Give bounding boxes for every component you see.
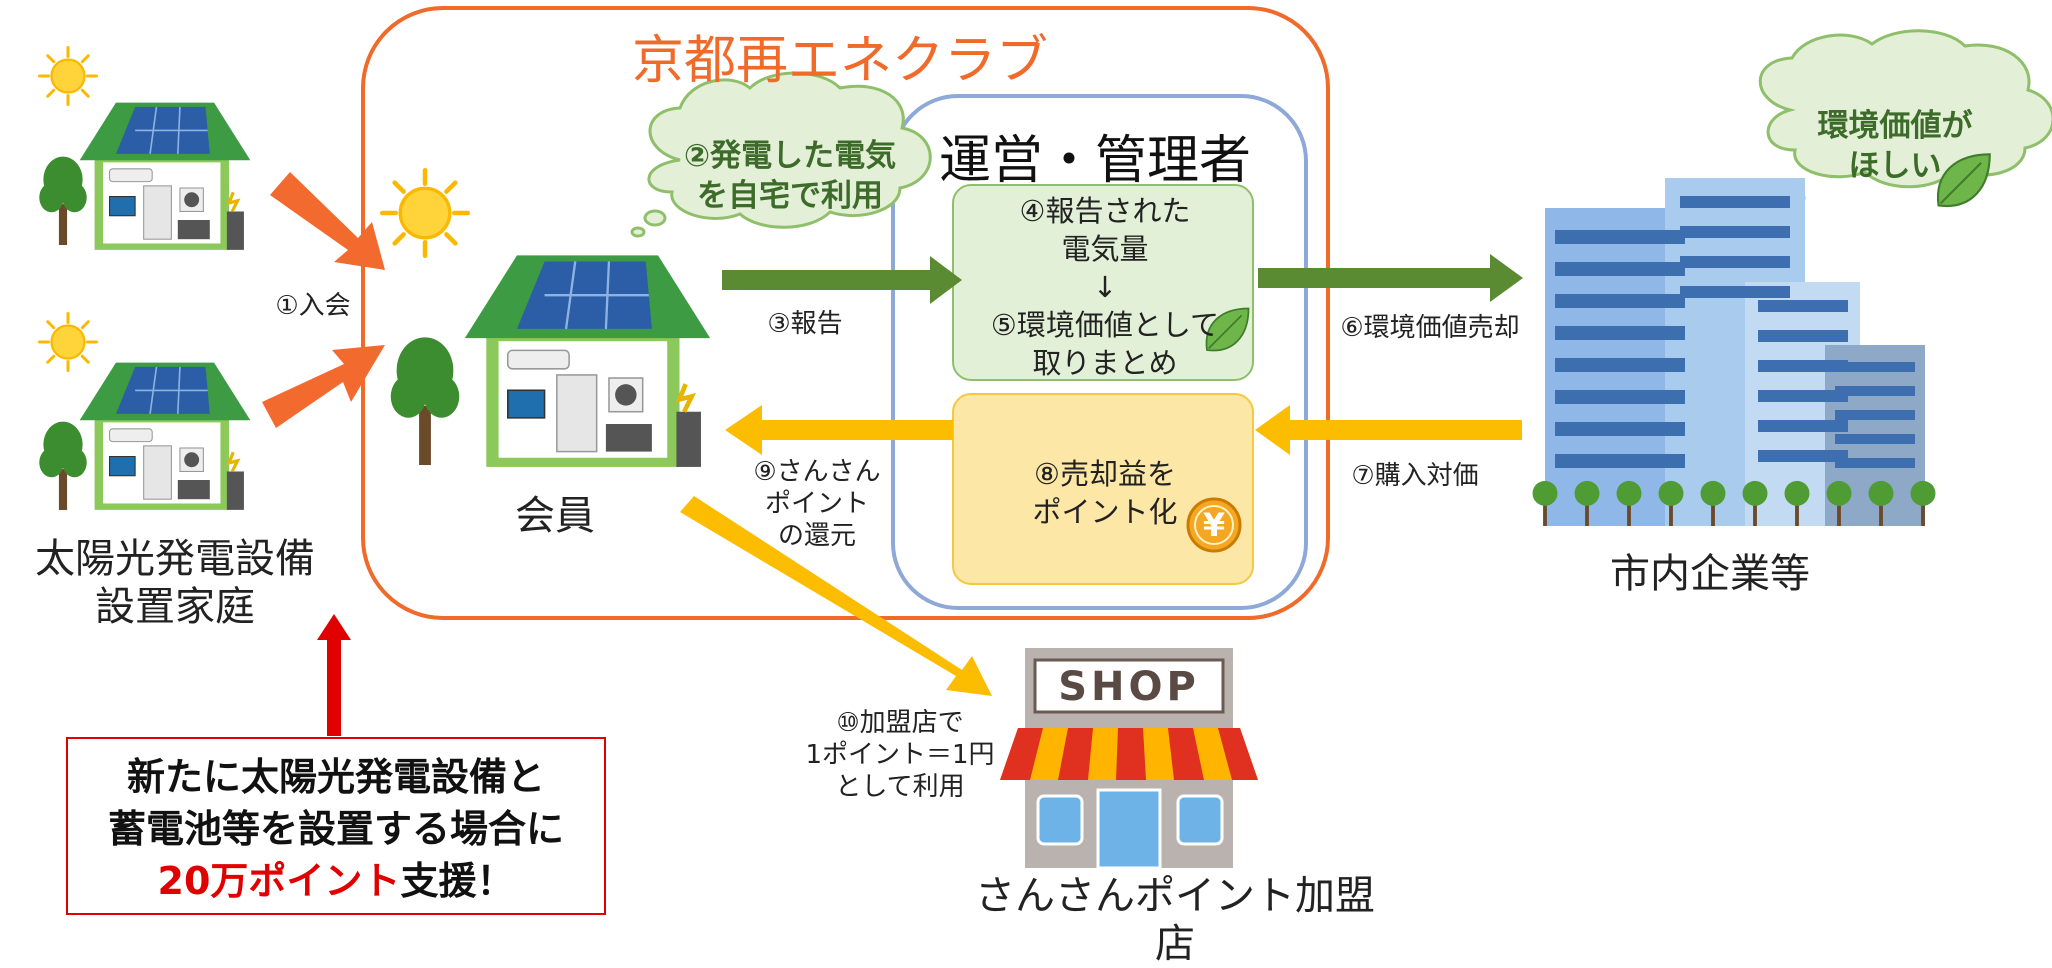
support-box: 新たに太陽光発電設備と 蓄電池等を設置する場合に 20万ポイント支援！ bbox=[66, 737, 606, 915]
companies-label: 市内企業等 bbox=[1610, 551, 1810, 597]
sun-icon bbox=[38, 312, 98, 372]
admin-title: 運営・管理者 bbox=[938, 131, 1251, 191]
diagram-stage: 京都再エネクラブ 運営・管理者 ④報告された 電気量 ↓ ⑤環境価値として 取り… bbox=[35, 6, 2052, 967]
report-box-text: ④報告された 電気量 ↓ ⑤環境価値として 取りまとめ bbox=[990, 194, 1220, 380]
step-join: ①入会 bbox=[275, 291, 351, 321]
member-cloud-text: ②発電した電気 を自宅で利用 bbox=[683, 138, 897, 214]
yen-coin-icon bbox=[1186, 497, 1242, 553]
office-buildings-icon bbox=[1532, 178, 1936, 526]
join-arrows bbox=[262, 172, 385, 428]
up-arrow bbox=[317, 614, 351, 736]
yen-symbol: ¥ bbox=[1202, 506, 1226, 544]
support-highlight: 20万ポイント bbox=[157, 859, 401, 903]
club-title: 京都再エネクラブ bbox=[631, 31, 1048, 91]
shop-icon bbox=[1000, 648, 1258, 870]
shop-label: さんさんポイント加盟店 bbox=[975, 873, 1375, 967]
tree-icon bbox=[39, 421, 87, 510]
step-use: ⑩加盟店で 1ポイント＝1円 として利用 bbox=[805, 708, 995, 802]
support-line-1: 新たに太陽光発電設備と bbox=[126, 755, 545, 799]
member-label: 会員 bbox=[515, 493, 595, 539]
household-house-icon bbox=[77, 100, 253, 252]
diagram-graphics bbox=[38, 6, 2052, 870]
support-suffix: 支援！ bbox=[400, 859, 515, 903]
sun-icon bbox=[38, 46, 98, 106]
green-arrows bbox=[722, 254, 1523, 304]
sun-icon bbox=[382, 170, 468, 256]
member-house-icon bbox=[465, 255, 710, 467]
club-frame bbox=[361, 6, 1330, 620]
household-house-icon bbox=[77, 360, 253, 512]
households-label: 太陽光発電設備 設置家庭 bbox=[35, 536, 315, 630]
step-sell: ⑥環境価値売却 bbox=[1340, 313, 1520, 343]
admin-frame bbox=[891, 94, 1308, 610]
step-return: ⑨さんさん ポイント の還元 bbox=[753, 457, 881, 551]
member-thought-cloud bbox=[630, 71, 932, 238]
shop-sign: SHOP bbox=[1058, 664, 1200, 710]
support-line-3: 20万ポイント支援！ bbox=[68, 855, 604, 907]
step-report: ③報告 bbox=[767, 309, 843, 339]
step-payment: ⑦購入対価 bbox=[1351, 461, 1479, 491]
company-cloud-text: 環境価値が ほしい bbox=[1817, 108, 1973, 184]
point-box-text: ⑧売却益を ポイント化 bbox=[1032, 457, 1178, 529]
point-box bbox=[952, 393, 1254, 585]
tree-icon bbox=[390, 337, 460, 465]
support-line-2: 蓄電池等を設置する場合に bbox=[107, 807, 564, 851]
yellow-arrows bbox=[680, 405, 1522, 696]
tree-icon bbox=[39, 156, 87, 245]
